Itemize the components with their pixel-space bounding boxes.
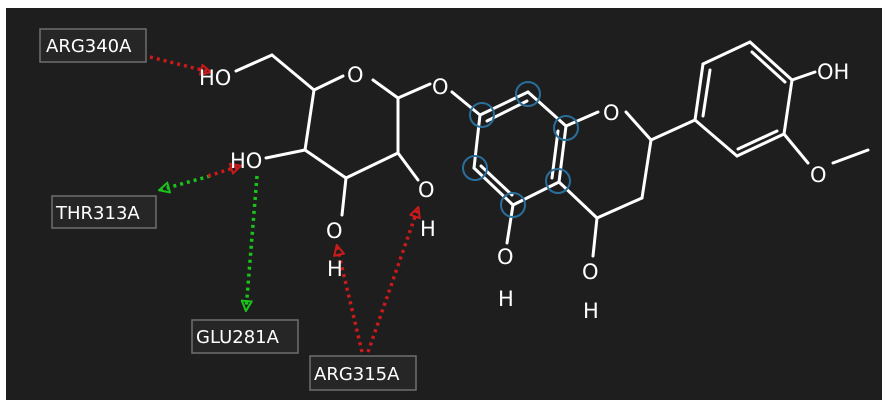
aromatic-atom-circle: [469, 102, 495, 128]
aromatic-atom-circle: [553, 115, 579, 141]
bond-b-o-methoxy: [782, 132, 810, 165]
aromatic-atom-circle: [515, 81, 541, 107]
atom-ring-o: O: [347, 63, 364, 87]
residue-name: ARG340A: [46, 36, 132, 57]
atom-oh-b-ring: OH: [817, 60, 849, 84]
residue-name: THR313A: [55, 203, 140, 224]
bond-c4-oh: [264, 148, 307, 160]
bond-o-link-a: [450, 90, 482, 117]
bond-ring-b-3: [748, 40, 794, 82]
residue-label-arg315a: ARG315A: [309, 355, 417, 391]
hbond-thr313a-ho: [207, 166, 240, 178]
atom-h-c4: H: [583, 299, 599, 323]
bond-c2-oh: [396, 151, 420, 182]
residue-box: [191, 319, 299, 354]
bond-c1-o-link: [396, 82, 432, 100]
bond-ring-a-2: [526, 90, 568, 128]
residue-box: [51, 195, 157, 229]
bond-ch2-c5: [270, 53, 316, 92]
bond-c-ring-c2-c3: [640, 138, 653, 200]
bond-c-ring-o-right: [624, 110, 653, 142]
bond-c3-oh: [340, 176, 348, 217]
bond-ring-b-2: [701, 40, 752, 66]
hbond-arg340a-ho: [149, 55, 210, 72]
bond-c4-oh-c: [591, 216, 599, 258]
aromatic-ring-highlights: [462, 81, 579, 218]
bond-ring-b-4: [782, 78, 794, 136]
residue-label-arg340a: ARG340A: [39, 28, 147, 63]
bond-methoxy-ch3: [831, 148, 870, 165]
residue-name: GLU281A: [196, 327, 280, 348]
atom-labels: HO O HO O H O H O O O H O H OH O: [199, 60, 849, 323]
atom-o-c4: O: [582, 260, 599, 284]
bond-c2-c3: [344, 151, 400, 180]
bond-a-oh: [505, 203, 515, 245]
molecule-bonds: [234, 40, 870, 258]
bond-c4-c5: [303, 88, 316, 152]
atom-h-c2: H: [420, 217, 436, 241]
bond-ho-ch2: [234, 53, 274, 73]
atom-ho-c4: HO: [230, 149, 262, 173]
atom-o-a-ring: O: [497, 245, 514, 269]
atom-o-c-ring: O: [603, 101, 620, 125]
bond-ring-b-6: [693, 118, 739, 158]
bond-ring-b-1: [693, 62, 705, 122]
aromatic-atom-circle: [500, 192, 526, 218]
residue-box: [309, 355, 417, 391]
aromatic-atom-circle: [462, 155, 488, 181]
hbond-ho-to-thr313a: [160, 174, 211, 190]
bond-c3-c4: [303, 148, 348, 180]
atom-ho-ch2: HO: [199, 66, 231, 90]
bond-c5-ring-o: [312, 74, 345, 92]
bond-c-ring-o-left: [564, 110, 600, 128]
bond-ring-a-3: [557, 124, 568, 184]
bond-c2-b-ring: [649, 118, 697, 142]
hbond-arg315a-oh-right: [366, 208, 418, 353]
residue-label-thr313a: THR313A: [51, 195, 157, 229]
atom-h-c3: H: [327, 257, 343, 281]
bond-ring-a-5: [472, 166, 515, 207]
bond-c-ring-c3-c4: [595, 196, 644, 220]
bond-ring-a-1: [478, 90, 530, 117]
aromatic-atom-circle: [545, 168, 571, 194]
hbond-ho-to-glu281a: [246, 175, 259, 310]
atom-o-glycosidic: O: [432, 75, 449, 99]
atom-o-methoxy: O: [810, 163, 827, 187]
residue-box: [39, 28, 147, 63]
bond-ring-b-5: [735, 132, 786, 158]
bond-ring-b-3-inner: [750, 50, 787, 84]
interactions: [149, 55, 418, 353]
bond-ring-a-4: [511, 180, 561, 207]
bond-ring-b-1-inner: [701, 68, 712, 118]
residue-label-glu281a: GLU281A: [191, 319, 299, 354]
bond-ring-a-6: [472, 113, 482, 170]
bond-c-ring-c4-c4a: [557, 180, 599, 220]
atom-o-c2: O: [418, 178, 435, 202]
bond-ring-b-5-inner: [736, 129, 779, 151]
bond-ring-o-c1: [371, 78, 400, 100]
bond-b-oh: [790, 70, 817, 82]
residue-name: ARG315A: [314, 364, 400, 385]
atom-o-c3: O: [326, 219, 343, 243]
atom-h-a-ring: H: [498, 287, 514, 311]
